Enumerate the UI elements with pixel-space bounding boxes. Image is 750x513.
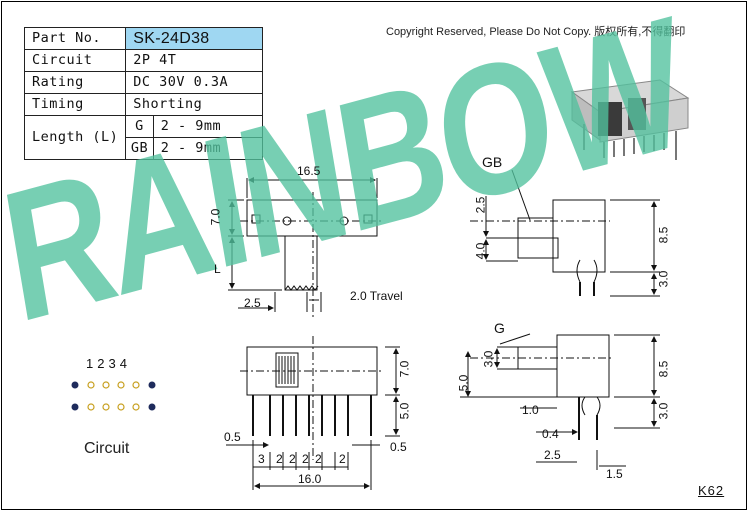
timing-label: Timing xyxy=(23,93,127,116)
copyright-notice: Copyright Reserved, Please Do Not Copy. … xyxy=(386,26,686,38)
pin-numbers: 1234 xyxy=(86,356,131,371)
dim-pitch-5: 2 xyxy=(339,452,346,466)
gb-top-dim: 2.5 xyxy=(473,196,488,214)
dim-pitch-first: 3 xyxy=(258,452,265,466)
g-label: G xyxy=(494,320,505,336)
g-side-view xyxy=(460,333,660,470)
rating-value: DC 30V 0.3A xyxy=(125,71,264,94)
length-value-gb: 2 - 9mm xyxy=(152,137,264,160)
gb-side-view xyxy=(470,169,660,297)
g-dim-a: 1.0 xyxy=(522,403,539,417)
dim-length: L xyxy=(214,262,221,276)
rating-label: Rating xyxy=(23,71,127,94)
dim-front-height: 7.0 xyxy=(397,360,412,378)
dim-top-width: 16.5 xyxy=(297,164,321,178)
dim-body-height: 7.0 xyxy=(208,208,223,226)
front-view xyxy=(226,336,400,490)
length-type-g: G xyxy=(125,115,154,138)
drawing-code: K62 xyxy=(698,483,725,498)
gb-height-dim: 8.5 xyxy=(656,226,671,244)
product-image xyxy=(570,79,690,160)
dim-pin-width: 0.5 xyxy=(224,430,241,444)
dim-pitch-3: 2 xyxy=(302,452,309,466)
dim-pin-gap: 0.5 xyxy=(390,440,407,454)
dim-pitch-2: 2 xyxy=(289,452,296,466)
dim-pitch-1: 2 xyxy=(276,452,283,466)
gb-mid-dim: 4.0 xyxy=(473,242,488,260)
dim-pitch-4: 2 xyxy=(315,452,322,466)
g-dim-c: 2.5 xyxy=(544,448,561,462)
g-dim-d: 1.5 xyxy=(606,467,623,481)
g-height-dim: 8.5 xyxy=(656,360,671,378)
circuit-title: Circuit xyxy=(84,440,130,457)
g-top-dim: 3.0 xyxy=(481,350,496,368)
dim-pin-height: 5.0 xyxy=(397,402,412,420)
dim-pitch-offset: 2.5 xyxy=(244,296,261,310)
g-dim-b: 0.4 xyxy=(542,427,559,441)
gb-foot-dim: 3.0 xyxy=(656,270,671,288)
circuit-symbol xyxy=(71,381,156,411)
dim-travel: 2.0 Travel xyxy=(350,289,403,303)
length-type-gb: GB xyxy=(125,137,154,160)
g-left-dim: 5.0 xyxy=(456,374,471,392)
g-foot-dim: 3.0 xyxy=(656,402,671,420)
gb-label: GB xyxy=(482,154,503,170)
dim-bottom-width: 16.0 xyxy=(298,472,322,486)
top-view xyxy=(228,177,384,320)
spec-table: Part No. SK-24D38 Circuit 2P 4T Rating D… xyxy=(23,27,264,160)
circuit-value: 2P 4T xyxy=(125,49,264,72)
